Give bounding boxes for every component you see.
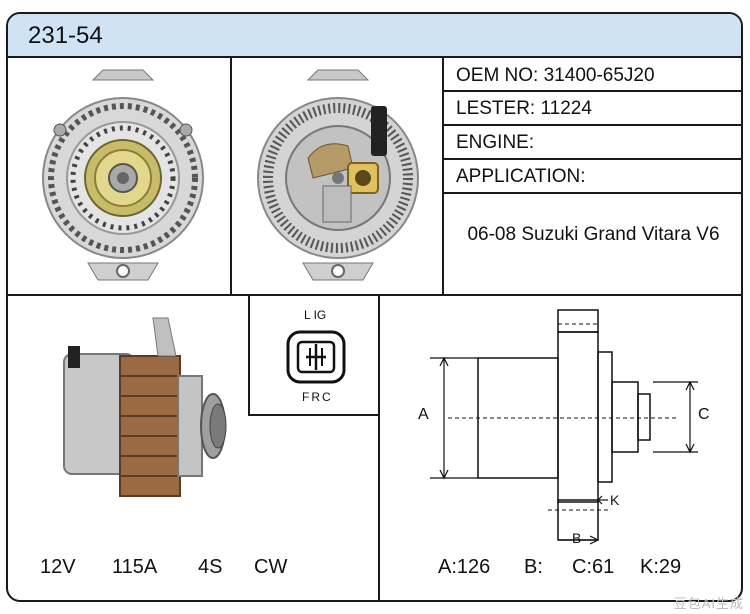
voltage: 12V <box>40 556 76 578</box>
drawing-label-a: A <box>418 406 429 423</box>
part-number: 231-54 <box>28 22 103 49</box>
divider <box>442 192 741 194</box>
dimension-c: C:61 <box>572 556 615 578</box>
alternator-rear-image <box>257 69 419 281</box>
application-value: 06-08 Suzuki Grand Vitara V6 <box>467 224 720 245</box>
divider <box>230 58 232 296</box>
rotation: CW <box>254 556 288 578</box>
drawing-label-c: C <box>698 406 710 423</box>
divider <box>8 294 741 296</box>
pulley-type: 4S <box>198 556 223 578</box>
divider <box>248 414 380 416</box>
alternator-side-image <box>63 317 227 497</box>
dimension-k: K:29 <box>640 556 682 578</box>
application-label: APPLICATION: <box>456 166 586 187</box>
watermark: 豆包AI生成 <box>673 596 744 611</box>
connector-diagram <box>286 330 346 384</box>
header-bar: 231-54 <box>8 14 741 58</box>
drawing-label-k: K <box>610 492 620 508</box>
dimension-a: A:126 <box>438 556 491 578</box>
oem-number: OEM NO: 31400-65J20 <box>456 65 655 86</box>
connector-bottom-label: FRC <box>302 390 333 404</box>
divider <box>248 296 250 416</box>
connector-top-label: L IG <box>304 308 327 322</box>
lester-number: LESTER: 11224 <box>456 98 592 119</box>
divider <box>442 158 741 160</box>
drawing-label-b: B <box>572 530 582 546</box>
product-card: 231-54 OEM NO: 31400-65J20 LESTER: 11224… <box>6 12 743 602</box>
dimension-b: B: <box>524 556 543 578</box>
alternator-front-image <box>42 69 204 281</box>
divider <box>378 296 380 600</box>
divider <box>442 58 444 296</box>
engine-label: ENGINE: <box>456 132 535 153</box>
amperage: 115A <box>112 556 158 578</box>
divider <box>442 124 741 126</box>
divider <box>442 90 741 92</box>
dimension-drawing <box>430 309 698 545</box>
